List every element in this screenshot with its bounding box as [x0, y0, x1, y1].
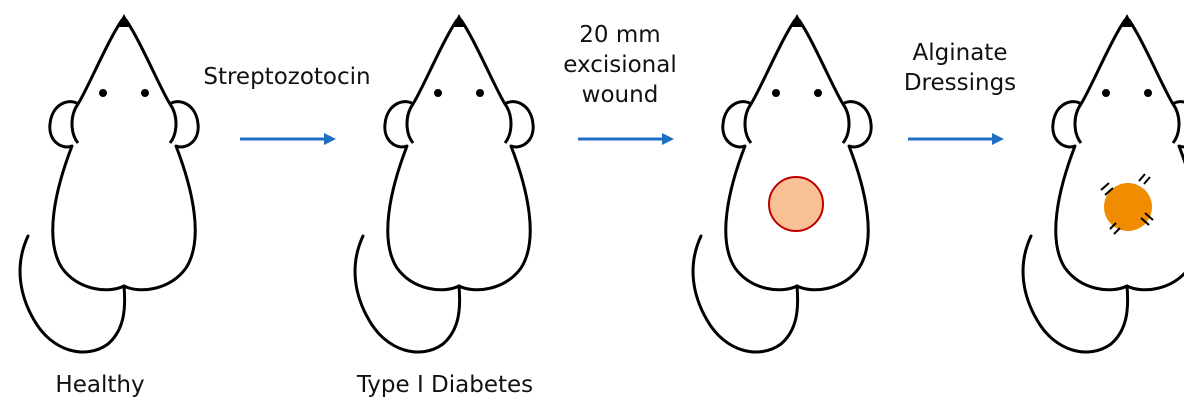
open-wound: [769, 177, 823, 231]
step-label-healthy: Healthy: [30, 370, 170, 400]
arrow-3-label: Alginate Dressings: [880, 38, 1040, 98]
arrow-2: [578, 133, 674, 145]
alginate-dressing: [1101, 174, 1153, 234]
arrow-1: [240, 133, 336, 145]
arrow-1-label: Streptozotocin: [192, 62, 382, 92]
arrow-2-label-line-3: wound: [530, 80, 710, 110]
mouse-healthy: [20, 14, 198, 352]
arrow-1-label-line: Streptozotocin: [192, 62, 382, 92]
mouse-dressed: [1023, 14, 1184, 352]
arrow-2-label-line-1: 20 mm: [530, 20, 710, 50]
arrow-2-label: 20 mm excisional wound: [530, 20, 710, 110]
arrow-2-label-line-2: excisional: [530, 50, 710, 80]
arrow-3: [908, 133, 1004, 145]
arrow-3-label-line-2: Dressings: [880, 68, 1040, 98]
step-label-type1-diabetes: Type I Diabetes: [330, 370, 560, 400]
arrow-3-label-line-1: Alginate: [880, 38, 1040, 68]
